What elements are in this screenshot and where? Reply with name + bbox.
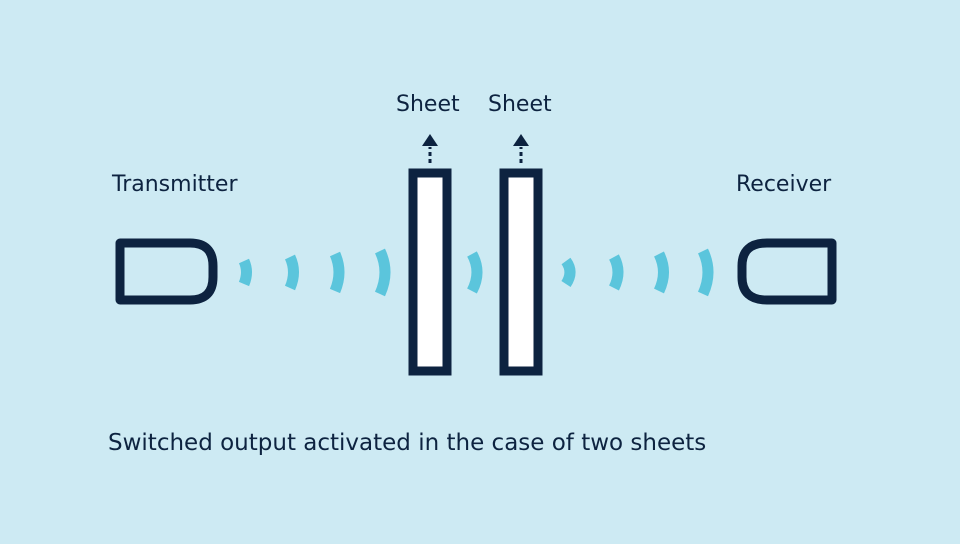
- signal-wave-icon: [329, 251, 345, 294]
- transmitter-icon: [115, 238, 218, 305]
- signal-wave-icon: [561, 257, 576, 288]
- receiver-label: Receiver: [736, 172, 832, 197]
- signal-wave-icon: [467, 251, 483, 294]
- signal-wave-icon: [238, 258, 252, 287]
- sheet-icon: [408, 168, 452, 376]
- arrow-up-icon: [513, 134, 529, 163]
- signal-wave-icon: [374, 248, 391, 297]
- signal-wave-icon: [284, 254, 299, 291]
- signal-wave-icon: [653, 251, 669, 294]
- transmitter-label: Transmitter: [112, 172, 238, 197]
- signal-wave-icon: [608, 254, 624, 291]
- sheet-icon: [499, 168, 543, 376]
- signal-wave-icon: [697, 248, 714, 297]
- sheet-label-2: Sheet: [488, 92, 552, 117]
- arrow-up-icon: [422, 134, 438, 163]
- sheet-label-1: Sheet: [396, 92, 460, 117]
- receiver-icon: [737, 238, 837, 305]
- diagram-caption: Switched output activated in the case of…: [108, 430, 707, 456]
